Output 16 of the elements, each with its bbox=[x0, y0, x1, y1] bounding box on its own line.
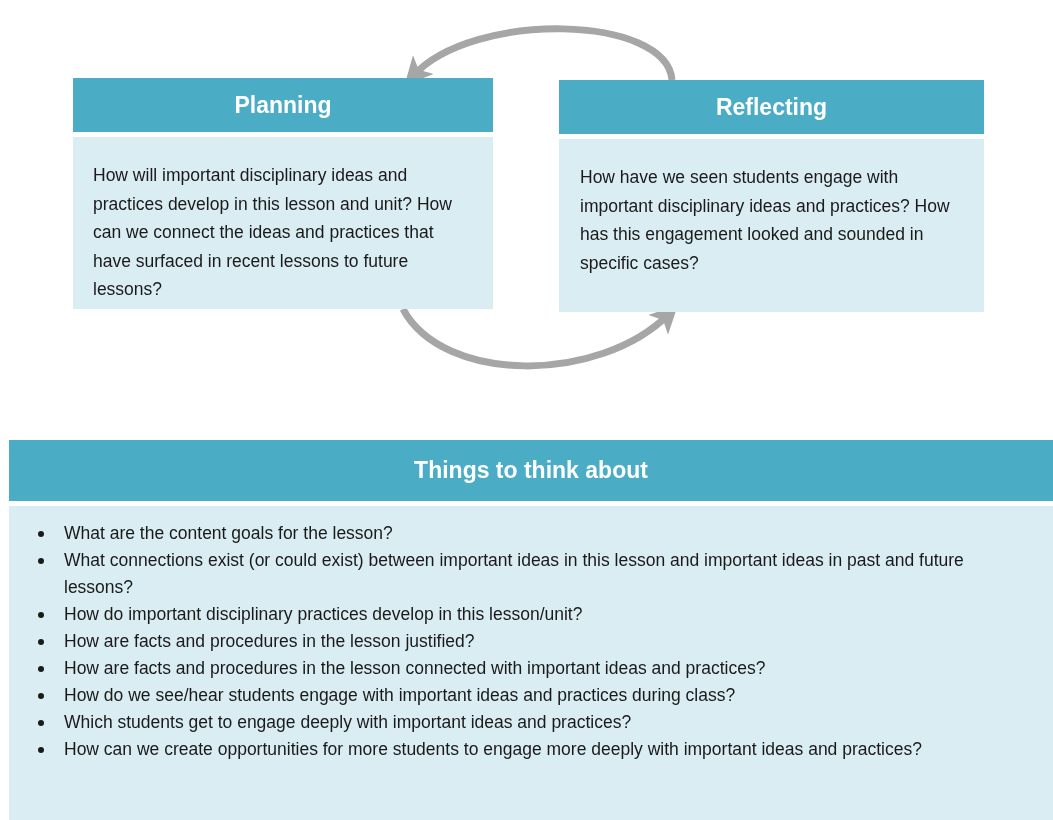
card-text: How will important disciplinary ideas and practices develop in this lesson and unit? How can we connect the ideas and practices that have surfaced in recent lessons to future lessons? bbox=[92, 164, 453, 301]
bullet-point: What connections exist (or could exist) between important ideas in this lesson and important ideas in past and future lessons? bbox=[64, 550, 964, 597]
bullet-point: How can we create opportunities for more students to engage more deeply with important ideas and practices? bbox=[64, 739, 922, 759]
card-heading: Things to think about bbox=[9, 440, 1053, 506]
bullet-point: How are facts and procedures in the lesson connected with important ideas and practices? bbox=[64, 658, 766, 678]
bullet-point: How do important disciplinary practices develop in this lesson/unit? bbox=[64, 604, 583, 624]
bullet-point: How are facts and procedures in the lesson justified? bbox=[64, 631, 475, 651]
card-panel bbox=[9, 440, 1053, 820]
card-heading: Reflecting bbox=[559, 80, 984, 139]
card-heading: Planning bbox=[73, 78, 493, 137]
bullet-point: What are the content goals for the lesson? bbox=[64, 523, 393, 543]
card-panel bbox=[73, 78, 493, 309]
card-panel bbox=[559, 80, 984, 312]
card-text: How have we seen students engage with important disciplinary ideas and practices? How has this engagement looked and sounded in specific cases? bbox=[579, 166, 951, 275]
bullet-point: How do we see/hear students engage with important ideas and practices during class? bbox=[64, 685, 736, 705]
bullet-point: Which students get to engage deeply with important ideas and practices? bbox=[64, 712, 632, 732]
